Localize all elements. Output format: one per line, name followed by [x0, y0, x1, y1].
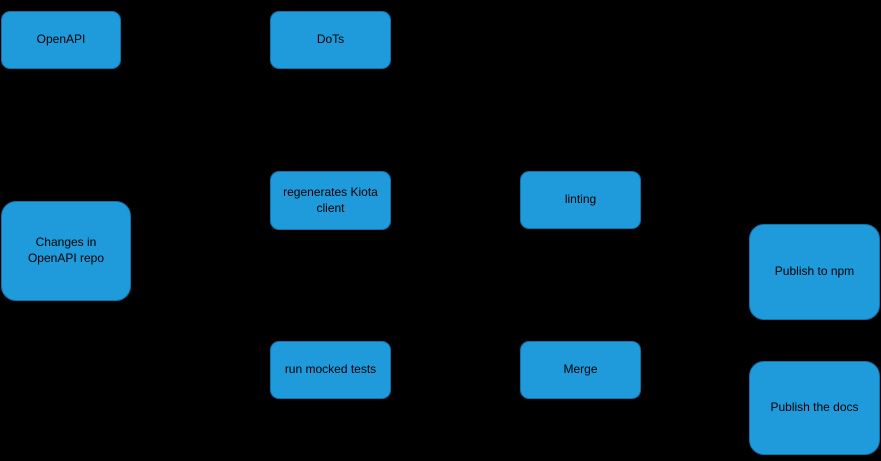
- node-run-mocked-tests-label: run mocked tests: [284, 362, 377, 377]
- node-openapi[interactable]: OpenAPI: [1, 11, 121, 69]
- node-merge-label: Merge: [563, 362, 598, 377]
- node-merge[interactable]: Merge: [520, 341, 641, 399]
- node-changes-in-openapi-repo[interactable]: Changes in OpenAPI repo: [1, 201, 131, 301]
- node-regenerates-kiota-client-label: regenerates Kiota client: [283, 184, 378, 215]
- node-linting-label: linting: [564, 192, 597, 207]
- node-publish-the-docs[interactable]: Publish the docs: [749, 361, 880, 455]
- node-regenerates-kiota-client[interactable]: regenerates Kiota client: [270, 171, 391, 230]
- node-publish-to-npm-label: Publish to npm: [774, 264, 855, 279]
- node-dots-label: DoTs: [316, 32, 345, 47]
- node-publish-the-docs-label: Publish the docs: [770, 400, 859, 415]
- node-linting[interactable]: linting: [520, 171, 641, 229]
- node-changes-in-openapi-repo-label: Changes in OpenAPI repo: [27, 235, 105, 265]
- node-publish-to-npm[interactable]: Publish to npm: [749, 224, 880, 320]
- node-dots[interactable]: DoTs: [270, 11, 391, 69]
- node-openapi-label: OpenAPI: [36, 32, 86, 47]
- node-run-mocked-tests[interactable]: run mocked tests: [270, 341, 391, 399]
